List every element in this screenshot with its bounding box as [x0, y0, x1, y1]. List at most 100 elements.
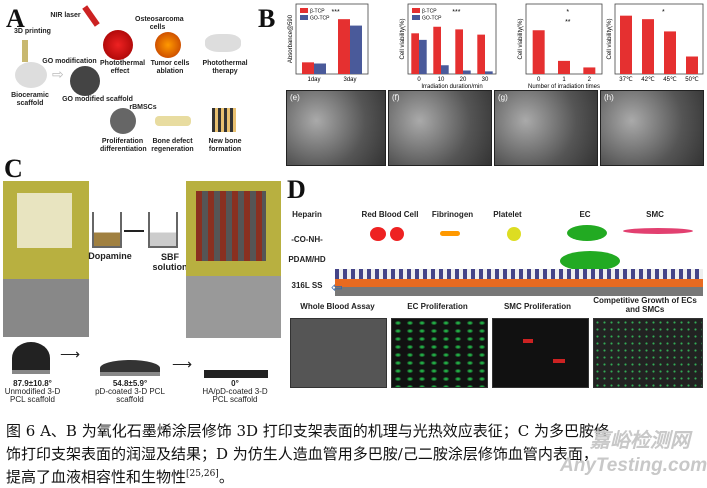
arrow-icon: ⟶ [60, 346, 81, 362]
arrow-left-icon: ⇦ [331, 279, 343, 295]
bar [302, 62, 314, 74]
panel-c: C Dopamine SBF solution ⟶ ⟶ 87.9±10.8°Un… [0, 150, 285, 415]
watermark-en: AnyTesting.com [560, 455, 707, 476]
x-tick-label: 20 [460, 77, 467, 83]
angle-unmodified: 87.9±10.8°Unmodified 3-D PCL scaffold [0, 380, 65, 404]
step-bone-defect: Bone defect regeneration [151, 138, 194, 153]
x-tick-label: 10 [438, 77, 445, 83]
sbf-beaker-icon [148, 212, 178, 248]
sem-image-g: (g) [494, 90, 598, 166]
legend-swatch [412, 15, 420, 20]
angle-value: 54.8±5.9° [112, 379, 148, 388]
bar [485, 71, 493, 74]
step-therapy: Photothermal therapy [202, 60, 248, 75]
angle-name: pD-coated 3-D PCL scaffold [95, 387, 165, 404]
bar [583, 67, 596, 74]
sem-image-e: (e) [286, 90, 386, 166]
legend-pdam: PDAM/HD [288, 255, 326, 264]
x-tick-label: 2 [588, 77, 592, 83]
bar [532, 30, 545, 74]
rbc-icon [390, 227, 404, 241]
caption-line-3: 提高了血液相容性和生物性[25,26]。 [6, 466, 234, 487]
bar [477, 34, 485, 74]
smc-icon [623, 228, 693, 234]
bar [433, 26, 441, 74]
legend-swatch [300, 8, 308, 13]
step-osteosarcoma: Osteosarcoma cells [135, 16, 184, 31]
tumor-cells-image [155, 32, 181, 58]
legend-conh: -CO-NH- [291, 235, 323, 244]
droplet-pd [100, 360, 160, 376]
droplet-ha-pd [204, 370, 268, 378]
x-tick-label: 1day [307, 77, 320, 83]
significance-marker: *** [452, 9, 460, 16]
significance-marker: *** [332, 9, 340, 16]
step-go-scaffold: GO modified scaffold [62, 96, 133, 103]
heparin-layer [335, 269, 703, 279]
dopamine-label: Dopamine [88, 251, 132, 261]
bar [664, 31, 676, 75]
image-label-smc: SMC Proliferation [503, 302, 572, 311]
watermark-cn: 嘉峪检测网 [590, 430, 690, 452]
legend-316lss: 316L SS [291, 281, 323, 290]
rbmsc-image [110, 108, 136, 134]
species-platelet: Platelet [493, 210, 522, 219]
y-axis-label: Absorbance@590 [288, 14, 294, 63]
step-nir-laser: NIR laser [50, 12, 81, 19]
panel-a: A 3D printing Bioceramic scaffold ⇨ GO m… [0, 0, 258, 153]
step-go-modification: GO modification [42, 58, 97, 65]
species-rbc: Red Blood Cell [361, 210, 419, 219]
mouse-image [205, 34, 241, 52]
step-ablation: Tumor cells ablation [150, 60, 190, 75]
legend-label: β-TCP [310, 9, 325, 15]
go-scaffold-image [70, 66, 100, 96]
x-tick-label: 3day [343, 77, 356, 83]
photothermal-image [103, 30, 133, 60]
chart-frame [614, 3, 704, 75]
platelet-icon [507, 227, 521, 241]
panel-d: D Heparin -CO-NH- PDAM/HD 316L SS Red Bl… [285, 175, 707, 390]
printer-nozzle-icon [22, 40, 28, 62]
panel-d-label: D [287, 175, 306, 204]
bar [455, 29, 463, 74]
coated-sem-image [186, 276, 281, 338]
coated-scaffold-image [186, 181, 281, 276]
bar [463, 70, 471, 74]
ec-icon [567, 225, 607, 241]
pdam-layer [335, 279, 703, 287]
sem-image-f: (f) [388, 90, 492, 166]
x-axis-label: Irradiation duration/min [421, 84, 482, 90]
step-3d-printing: 3D printing [14, 28, 51, 35]
y-axis-label: Cell viability(%) [400, 18, 406, 59]
laser-icon [82, 5, 100, 27]
angle-value: 87.9±10.8° [13, 379, 52, 388]
sem-image-h: (h) [600, 90, 704, 166]
bar [686, 56, 698, 74]
panel-b-label: B [258, 4, 276, 33]
step-rbmsc: rBMSCs [129, 104, 157, 111]
rbc-icon [370, 227, 386, 241]
x-tick-label: 45℃ [663, 77, 677, 83]
x-tick-label: 37℃ [619, 77, 633, 83]
ec-proliferation-image [391, 318, 488, 388]
legend-label: GO-TCP [422, 16, 442, 22]
x-tick-label: 1 [562, 77, 566, 83]
x-tick-label: 42℃ [641, 77, 655, 83]
pcl-scaffold-image [3, 181, 89, 279]
steel-layer [335, 287, 703, 296]
step-bioceramic-scaffold: Bioceramic scaffold [11, 92, 49, 107]
fibrinogen-icon [440, 231, 460, 236]
sbf-label: SBF solution [152, 252, 188, 272]
sem-label: (e) [290, 93, 300, 102]
species-smc: SMC [646, 210, 664, 219]
legend-swatch [300, 15, 308, 20]
panel-c-label: C [4, 154, 23, 183]
significance-marker: ** [565, 19, 571, 26]
caption-ref: [25,26] [186, 469, 219, 479]
legend-label: β-TCP [422, 9, 437, 15]
bioceramic-scaffold-image [15, 62, 47, 88]
sem-label: (f) [392, 93, 400, 102]
chart-frame [407, 3, 497, 75]
